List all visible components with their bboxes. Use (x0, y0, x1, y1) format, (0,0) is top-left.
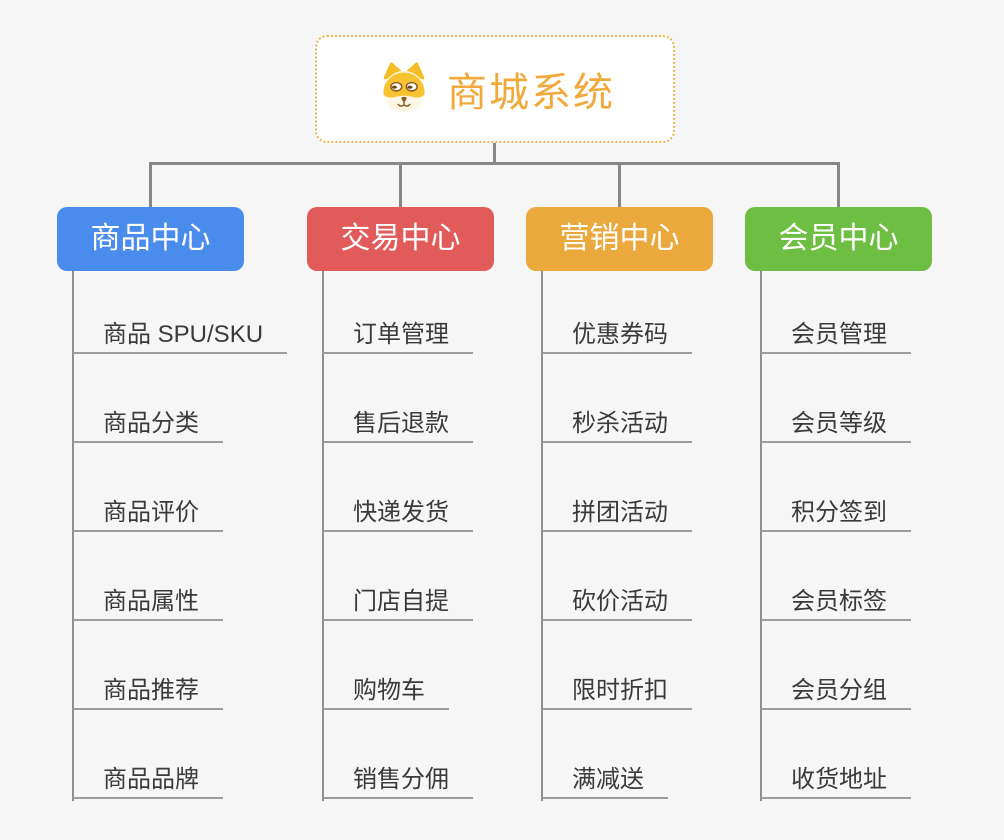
branch-node-member-center[interactable]: 会员中心 (745, 207, 932, 271)
branch-spine-member (760, 271, 762, 801)
leaf-node[interactable]: 商品分类 (73, 407, 223, 443)
connector-drop-product (149, 163, 152, 208)
root-node[interactable]: 商城系统 (315, 35, 675, 143)
leaf-node[interactable]: 会员管理 (761, 318, 911, 354)
connector-drop-trade (399, 163, 402, 208)
leaf-node[interactable]: 会员等级 (761, 407, 911, 443)
leaf-node[interactable]: 商品 SPU/SKU (73, 318, 288, 354)
branch-spine-marketing (541, 271, 543, 801)
leaf-node[interactable]: 砍价活动 (542, 585, 692, 621)
branch-node-trade-center[interactable]: 交易中心 (307, 207, 494, 271)
leaf-node[interactable]: 商品品牌 (73, 763, 223, 799)
root-title: 商城系统 (447, 71, 615, 115)
leaf-node[interactable]: 快递发货 (323, 496, 473, 532)
leaf-node[interactable]: 商品评价 (73, 496, 223, 532)
leaf-node[interactable]: 会员分组 (761, 674, 911, 710)
dog-face-icon (375, 61, 433, 117)
connector-drop-member (837, 163, 840, 208)
connector-root-drop (493, 141, 496, 163)
leaf-node[interactable]: 满减送 (542, 763, 668, 799)
branch-spine-product (72, 271, 74, 801)
connector-drop-marketing (618, 163, 621, 208)
leaf-node[interactable]: 收货地址 (761, 763, 911, 799)
leaf-node[interactable]: 限时折扣 (542, 674, 692, 710)
leaf-node[interactable]: 销售分佣 (323, 763, 473, 799)
leaf-node[interactable]: 积分签到 (761, 496, 911, 532)
branch-node-marketing-center[interactable]: 营销中心 (526, 207, 713, 271)
leaf-node[interactable]: 秒杀活动 (542, 407, 692, 443)
leaf-node[interactable]: 拼团活动 (542, 496, 692, 532)
branch-node-product-center[interactable]: 商品中心 (57, 207, 244, 271)
leaf-node[interactable]: 购物车 (323, 674, 449, 710)
leaf-node[interactable]: 门店自提 (323, 585, 473, 621)
leaf-node[interactable]: 售后退款 (323, 407, 473, 443)
leaf-node[interactable]: 会员标签 (761, 585, 911, 621)
branch-spine-trade (322, 271, 324, 801)
connector-bus (149, 162, 840, 165)
leaf-node[interactable]: 优惠券码 (542, 318, 692, 354)
leaf-node[interactable]: 商品属性 (73, 585, 223, 621)
leaf-node[interactable]: 订单管理 (323, 318, 473, 354)
leaf-node[interactable]: 商品推荐 (73, 674, 223, 710)
